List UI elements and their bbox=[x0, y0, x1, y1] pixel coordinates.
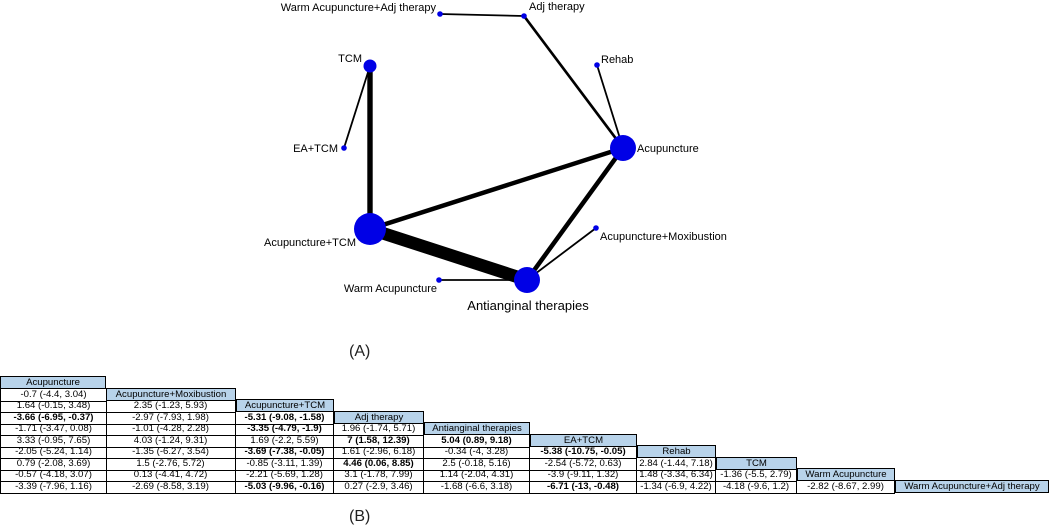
treatment-header-9: Warm Acupuncture+Adj therapy bbox=[895, 479, 1049, 493]
node-label-ea_tcm: EA+TCM bbox=[293, 143, 338, 155]
league-cell-r7-c5: -3.9 (-9.11, 1.32) bbox=[530, 469, 637, 482]
league-cell-r8-c1: -2.69 (-8.58, 3.19) bbox=[106, 480, 236, 494]
league-cell-r4-c2: 1.69 (-2.2, 5.59) bbox=[236, 434, 334, 448]
league-cell-r7-c3: 3.1 (-1.78, 7.99) bbox=[334, 469, 424, 482]
treatment-header-1: Acupuncture+Moxibustion bbox=[106, 387, 236, 401]
node-label-acu_tcm: Acupuncture+TCM bbox=[264, 237, 356, 249]
league-cell-r7-c0: -0.57 (-4.18, 3.07) bbox=[0, 469, 107, 482]
league-cell-r6-c6: 2.84 (-1.44, 7.18) bbox=[637, 457, 716, 471]
league-cell-r8-c8: -2.82 (-8.67, 2.99) bbox=[797, 480, 895, 494]
league-cell-r7-c7: -1.36 (-5.5, 2.79) bbox=[716, 469, 797, 482]
node-antianginal bbox=[514, 267, 540, 293]
node-label-acupuncture: Acupuncture bbox=[637, 143, 699, 155]
node-acupuncture bbox=[610, 135, 636, 161]
league-cell-r7-c6: 1.48 (-3.34, 6.34) bbox=[637, 469, 716, 482]
league-cell-r0-c0: -0.7 (-4.4, 3.04) bbox=[0, 388, 107, 402]
treatment-header-7: TCM bbox=[716, 456, 797, 470]
league-cell-r3-c1: -1.01 (-4.28, 2.28) bbox=[106, 423, 236, 436]
edge-acupuncture-antianginal bbox=[524, 145, 626, 283]
node-adj bbox=[521, 13, 527, 19]
league-cell-r5-c3: 1.61 (-2.96, 6.18) bbox=[334, 446, 424, 459]
node-acu_moxi bbox=[593, 225, 599, 231]
league-cell-r5-c0: -2.05 (-5.24, 1.14) bbox=[0, 446, 107, 459]
edge-acu_moxi-antianginal bbox=[526, 227, 597, 281]
league-cell-r4-c1: 4.03 (-1.24, 9.31) bbox=[106, 434, 236, 448]
league-cell-r1-c0: 1.64 (-0.15, 3.48) bbox=[0, 400, 107, 413]
league-cell-r5-c4: -0.34 (-4, 3.28) bbox=[424, 446, 530, 459]
treatment-header-3: Adj therapy bbox=[334, 410, 424, 424]
node-warm_adj bbox=[437, 11, 443, 17]
treatment-header-8: Warm Acupuncture bbox=[797, 468, 895, 481]
treatment-header-2: Acupuncture+TCM bbox=[236, 399, 334, 412]
panel-b-label: (B) bbox=[349, 508, 371, 525]
league-cell-r8-c7: -4.18 (-9.6, 1.2) bbox=[716, 480, 797, 494]
league-cell-r2-c1: -2.97 (-7.93, 1.98) bbox=[106, 411, 236, 425]
node-tcm bbox=[363, 59, 377, 73]
edge-tcm-ea_tcm bbox=[343, 65, 371, 149]
edge-rehab-acupuncture bbox=[596, 64, 624, 149]
league-cell-r4-c0: 3.33 (-0.95, 7.65) bbox=[0, 434, 107, 448]
league-cell-r4-c3: 7 (1.58, 12.39) bbox=[334, 434, 424, 448]
node-label-warm_adj: Warm Acupuncture+Adj therapy bbox=[281, 2, 437, 14]
node-rehab bbox=[594, 62, 600, 68]
treatment-header-5: EA+TCM bbox=[530, 433, 637, 447]
node-ea_tcm bbox=[341, 145, 347, 151]
league-cell-r3-c2: -3.35 (-4.79, -1.9) bbox=[236, 423, 334, 436]
league-cell-r6-c1: 1.5 (-2.76, 5.72) bbox=[106, 457, 236, 471]
league-cell-r8-c4: -1.68 (-6.6, 3.18) bbox=[424, 480, 530, 494]
league-cell-r5-c2: -3.69 (-7.38, -0.05) bbox=[236, 446, 334, 459]
league-cell-r6-c4: 2.5 (-0.18, 5.16) bbox=[424, 457, 530, 471]
league-cell-r8-c6: -1.34 (-6.9, 4.22) bbox=[637, 480, 716, 494]
league-cell-r7-c1: 0.13 (-4.41, 4.72) bbox=[106, 469, 236, 482]
node-label-antianginal: Antianginal therapies bbox=[467, 298, 589, 313]
edge-acupuncture-acu_tcm bbox=[367, 145, 626, 232]
node-acu_tcm bbox=[354, 213, 386, 245]
node-warm bbox=[436, 277, 442, 283]
league-cell-r7-c2: -2.21 (-5.69, 1.28) bbox=[236, 469, 334, 482]
league-cell-r5-c5: -5.38 (-10.75, -0.05) bbox=[530, 446, 637, 459]
node-label-warm: Warm Acupuncture bbox=[344, 283, 437, 295]
treatment-header-4: Antianginal therapies bbox=[424, 422, 530, 435]
treatment-header-6: Rehab bbox=[637, 445, 716, 458]
league-cell-r6-c3: 4.46 (0.06, 8.85) bbox=[334, 457, 424, 471]
league-cell-r8-c5: -6.71 (-13, -0.48) bbox=[530, 480, 637, 494]
network-graph: Warm Acupuncture+Adj therapy Adj therapyR… bbox=[264, 1, 727, 313]
node-label-acu_moxi: Acupuncture+Moxibustion bbox=[600, 231, 727, 243]
edge-adj-acupuncture bbox=[522, 14, 625, 150]
league-cell-r2-c0: -3.66 (-6.95, -0.37) bbox=[0, 411, 107, 425]
league-cell-r5-c1: -1.35 (-6.27, 3.54) bbox=[106, 446, 236, 459]
league-cell-r6-c5: -2.54 (-5.72, 0.63) bbox=[530, 457, 637, 471]
league-cell-r6-c0: 0.79 (-2.08, 3.69) bbox=[0, 457, 107, 471]
edge-acu_tcm-antianginal bbox=[363, 222, 534, 287]
league-cell-r3-c3: 1.96 (-1.74, 5.71) bbox=[334, 423, 424, 436]
node-label-rehab: Rehab bbox=[601, 54, 633, 66]
node-label-tcm: TCM bbox=[338, 53, 362, 65]
league-cell-r8-c0: -3.39 (-7.96, 1.16) bbox=[0, 480, 107, 494]
league-cell-r4-c4: 5.04 (0.89, 9.18) bbox=[424, 434, 530, 448]
treatment-header-0: Acupuncture bbox=[0, 376, 106, 389]
node-label-adj: Adj therapy bbox=[529, 1, 585, 13]
league-cell-r8-c2: -5.03 (-9.96, -0.16) bbox=[236, 480, 334, 494]
league-cell-r6-c2: -0.85 (-3.11, 1.39) bbox=[236, 457, 334, 471]
league-cell-r1-c1: 2.35 (-1.23, 5.93) bbox=[106, 400, 236, 413]
league-cell-r2-c2: -5.31 (-9.08, -1.58) bbox=[236, 411, 334, 425]
edge-warm_adj-adj bbox=[439, 13, 525, 17]
league-cell-r8-c3: 0.27 (-2.9, 3.46) bbox=[334, 480, 424, 494]
league-cell-r7-c4: 1.14 (-2.04, 4.31) bbox=[424, 469, 530, 482]
panel-a-label: (A) bbox=[349, 343, 371, 360]
league-cell-r3-c0: -1.71 (-3.47, 0.08) bbox=[0, 423, 107, 436]
